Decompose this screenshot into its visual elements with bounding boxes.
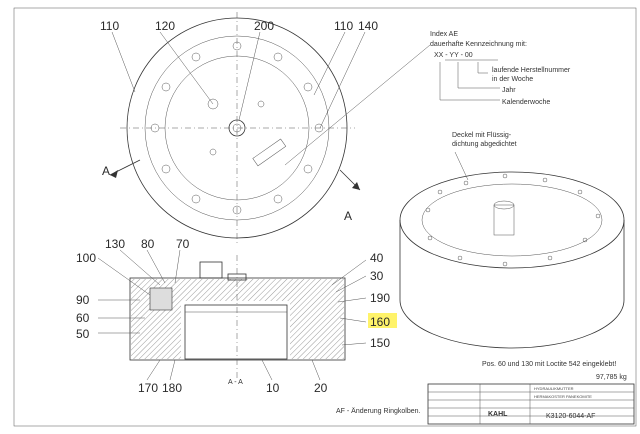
- title-block: [427, 383, 635, 425]
- index-note-title: Index AE: [430, 31, 458, 38]
- isometric-view: [399, 151, 625, 349]
- label-20: 20: [314, 381, 328, 395]
- label-160: 160: [370, 315, 390, 329]
- section-marker-a-left: A: [102, 164, 110, 178]
- label-80: 80: [141, 237, 155, 251]
- label-40: 40: [370, 251, 384, 265]
- bolt-holes: [150, 41, 324, 215]
- label-190: 190: [370, 291, 390, 305]
- index-note-item-year: Jahr: [502, 87, 516, 94]
- index-note-subtitle: dauerhafte Kennzeichnung mit:: [430, 41, 527, 48]
- label-130: 130: [105, 237, 125, 251]
- label-110-top-right: 110: [334, 19, 353, 33]
- company-logo-text: KAHL: [488, 411, 508, 418]
- index-note-leaders: [284, 44, 500, 166]
- drawing-number: K3120-6044-AF: [546, 413, 595, 420]
- section-title: A - A: [228, 379, 243, 386]
- label-90: 90: [76, 293, 90, 307]
- label-30: 30: [370, 269, 384, 283]
- index-note-item-serial-2: in der Woche: [492, 76, 533, 83]
- iso-note-line2: dichtung abgedichtet: [452, 141, 517, 148]
- label-50: 50: [76, 327, 90, 341]
- sheet-frame: [13, 7, 637, 427]
- section-marker-a-right: A: [344, 209, 352, 223]
- title-block-subtitle: HERMAKOSTER PANEKOMITE: [534, 394, 592, 399]
- label-100: 100: [76, 251, 96, 265]
- label-10: 10: [266, 381, 280, 395]
- label-180: 180: [162, 381, 182, 395]
- iso-note-line1: Deckel mit Flüssig-: [452, 132, 512, 139]
- weight: 97,785 kg: [596, 374, 627, 381]
- label-160-highlight: [368, 313, 397, 328]
- index-note-code: XX - YY - 00: [434, 52, 473, 59]
- label-120: 120: [155, 19, 175, 33]
- label-200: 200: [254, 19, 274, 33]
- change-note: AF - Änderung Ringkolben.: [336, 407, 420, 415]
- pos-note: Pos. 60 und 130 mit Loctite 542 eingekle…: [482, 361, 616, 368]
- label-110-top-left: 110: [100, 19, 119, 33]
- label-170: 170: [138, 381, 158, 395]
- title-block-title: HYDRAULIKMUTTER: [534, 386, 574, 391]
- label-150: 150: [370, 336, 390, 350]
- section-view: [97, 249, 367, 381]
- index-note-item-serial: laufende Herstellnummer: [492, 67, 571, 74]
- index-note-item-week: Kalenderwoche: [502, 99, 550, 106]
- label-60: 60: [76, 311, 90, 325]
- top-view: [109, 12, 366, 245]
- label-70: 70: [176, 237, 190, 251]
- label-140: 140: [358, 19, 378, 33]
